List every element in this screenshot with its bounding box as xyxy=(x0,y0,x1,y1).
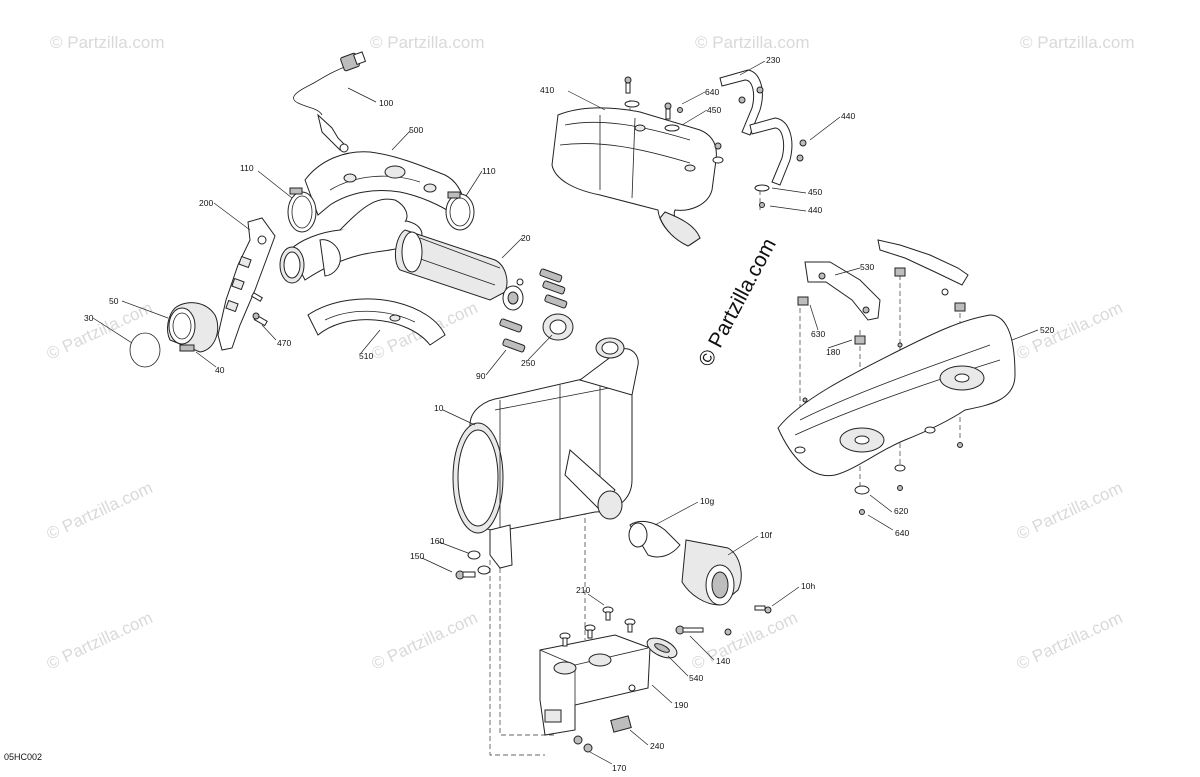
callout-440: 440 xyxy=(841,111,855,121)
callout-200: 200 xyxy=(199,198,213,208)
nuts-170 xyxy=(573,735,593,753)
watermark: © Partzilla.com xyxy=(1014,478,1126,544)
callout-230: 230 xyxy=(766,55,780,65)
heat-shield-410 xyxy=(551,107,717,247)
watermark: © Partzilla.com xyxy=(1014,608,1126,674)
carriage-bolts-210 xyxy=(559,606,636,647)
watermark: © Partzilla.com xyxy=(44,478,156,544)
callout-30: 30 xyxy=(84,313,94,323)
callout-210: 210 xyxy=(576,585,590,595)
leader-lines xyxy=(92,60,1039,765)
heat-shield-500 xyxy=(304,151,466,216)
bracket-530 xyxy=(797,239,969,345)
callout-10g: 10g xyxy=(700,496,714,506)
seal-ring-250 xyxy=(542,313,574,341)
clamp-50 xyxy=(167,302,219,353)
callout-180: 180 xyxy=(826,347,840,357)
callout-labels: 100 500 110 110 200 20 50 30 470 40 510 … xyxy=(84,55,1054,773)
callout-450: 450 xyxy=(707,105,721,115)
watermark: © Partzilla.com xyxy=(44,608,156,674)
callout-110: 110 xyxy=(240,163,254,173)
watermark: © Partzilla.com xyxy=(1014,298,1126,364)
screw-10h xyxy=(754,605,772,614)
callout-440: 440 xyxy=(808,205,822,215)
clamp-110-right xyxy=(445,191,475,231)
bolt-140 xyxy=(675,625,732,636)
watermark: © Partzilla.com xyxy=(50,33,165,52)
muffler-10 xyxy=(452,337,639,569)
grommet-540 xyxy=(646,637,678,659)
callout-640: 640 xyxy=(895,528,909,538)
tailpipe-10g xyxy=(628,520,681,558)
callout-10: 10 xyxy=(434,403,444,413)
callout-640: 640 xyxy=(705,87,719,97)
callout-250: 250 xyxy=(521,358,535,368)
callout-160: 160 xyxy=(430,536,444,546)
fasteners-150-160 xyxy=(455,550,491,580)
callout-100: 100 xyxy=(379,98,393,108)
watermark: © Partzilla.com xyxy=(44,298,156,364)
watermark: © Partzilla.com xyxy=(695,33,810,52)
callout-140: 140 xyxy=(716,656,730,666)
callout-10f: 10f xyxy=(760,530,772,540)
watermark: © Partzilla.com xyxy=(1020,33,1135,52)
callout-90: 90 xyxy=(476,371,486,381)
callout-520: 520 xyxy=(1040,325,1054,335)
hardware-640-450 xyxy=(624,76,724,164)
callout-410: 410 xyxy=(540,85,554,95)
watermark: © Partzilla.com xyxy=(689,608,801,674)
bolt-470 xyxy=(250,292,268,327)
callout-620: 620 xyxy=(894,506,908,516)
callout-450: 450 xyxy=(808,187,822,197)
callout-500: 500 xyxy=(409,125,423,135)
callout-630: 630 xyxy=(811,329,825,339)
callout-10h: 10h xyxy=(801,581,815,591)
oxygen-sensor-100 xyxy=(293,51,367,153)
callout-20: 20 xyxy=(521,233,531,243)
callout-150: 150 xyxy=(410,551,424,561)
heat-shield-510 xyxy=(307,298,446,346)
straps-230 xyxy=(719,69,807,208)
clamp-110-left xyxy=(287,187,317,233)
watermark: © Partzilla.com xyxy=(370,33,485,52)
callout-470: 470 xyxy=(277,338,291,348)
watermark: © Partzilla.com xyxy=(369,608,481,674)
bracket-200 xyxy=(217,217,276,351)
tailpipe-10f xyxy=(681,539,742,606)
callout-540: 540 xyxy=(689,673,703,683)
mount-bracket-190 xyxy=(539,634,651,736)
partzilla-watermark: © Partzilla.com xyxy=(694,235,781,371)
callout-240: 240 xyxy=(650,741,664,751)
catalyst-pipe-20 xyxy=(394,229,524,311)
nut-240 xyxy=(610,715,632,733)
callout-40: 40 xyxy=(215,365,225,375)
heat-shield-520 xyxy=(777,314,1016,515)
callout-530: 530 xyxy=(860,262,874,272)
diagram-code: 05HC002 xyxy=(4,752,42,762)
callout-170: 170 xyxy=(612,763,626,773)
callout-50: 50 xyxy=(109,296,119,306)
callout-510: 510 xyxy=(359,351,373,361)
callout-190: 190 xyxy=(674,700,688,710)
manifold-pipes xyxy=(279,198,423,284)
springs-90 xyxy=(499,268,568,353)
gasket-30 xyxy=(129,332,161,368)
callout-110: 110 xyxy=(482,166,496,176)
